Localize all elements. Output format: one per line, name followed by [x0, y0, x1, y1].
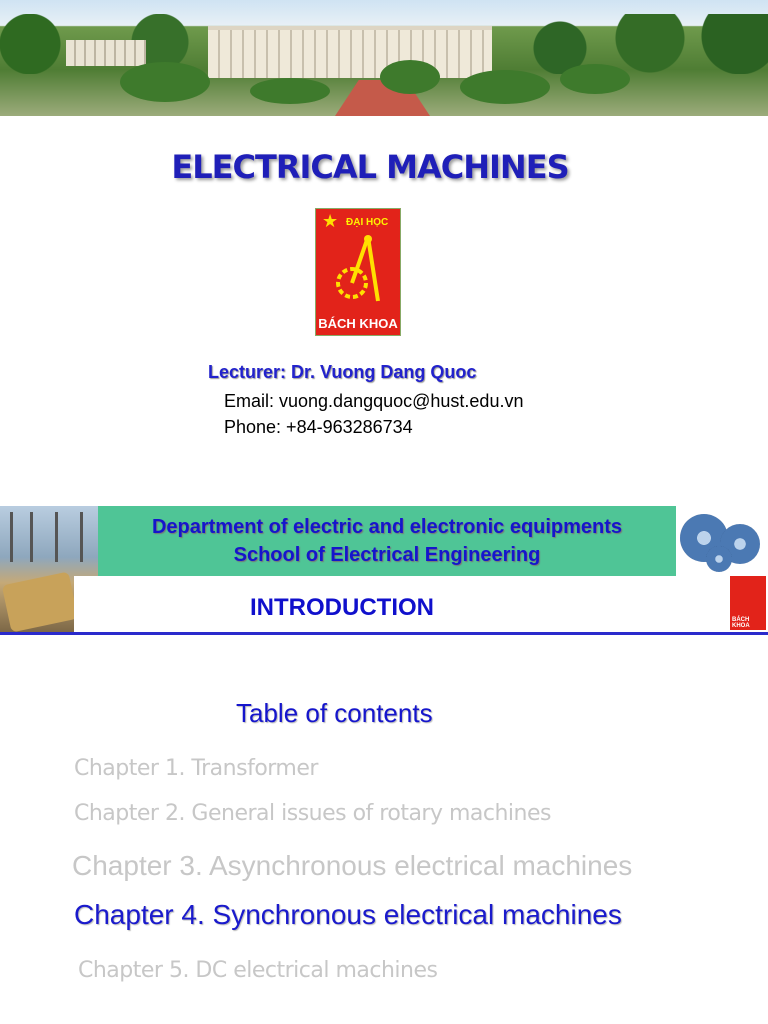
compass-gear-icon	[336, 235, 380, 302]
toc-heading: Table of contents	[236, 698, 433, 728]
campus-banner-image	[0, 0, 768, 116]
department-name: Department of electric and electronic eq…	[151, 516, 623, 538]
section-header-bar	[74, 576, 730, 634]
logo-small-text: BÁCH KHOA	[732, 617, 750, 629]
slide-title: ELECTRICAL MACHINES	[171, 148, 569, 186]
chapter-item: Chapter 5. DC electrical machines	[78, 958, 438, 983]
school-name: School of Electrical Engineering	[233, 544, 541, 566]
university-logo: ★ ĐẠI HỌC BÁCH KHOA	[315, 208, 401, 336]
lecturer-phone: Phone: +84-963286734	[224, 417, 413, 437]
logo-top-text: ĐẠI HỌC	[346, 217, 389, 228]
introduction-slide: Department of electric and electronic eq…	[0, 506, 768, 1024]
logo-bottom-text: BÁCH KHOA	[318, 316, 398, 331]
chapter-item-current: Chapter 4. Synchronous electrical machin…	[74, 899, 622, 930]
header-divider	[0, 632, 768, 635]
section-title: INTRODUCTION	[250, 594, 434, 621]
substation-image	[0, 506, 98, 634]
chapter-item: Chapter 2. General issues of rotary mach…	[74, 801, 552, 826]
star-icon: ★	[322, 211, 339, 231]
chapter-item: Chapter 1. Transformer	[74, 756, 318, 781]
department-header: Department of electric and electronic eq…	[98, 506, 676, 576]
lecturer-email: Email: vuong.dangquoc@hust.edu.vn	[224, 391, 524, 411]
lecturer-name: Lecturer: Dr. Vuong Dang Quoc	[208, 362, 477, 382]
title-slide: ELECTRICAL MACHINES ★ ĐẠI HỌC BÁCH KHOA …	[0, 0, 768, 500]
chapter-item: Chapter 3. Asynchronous electrical machi…	[72, 850, 633, 881]
motors-image	[676, 506, 768, 576]
university-logo-small: BÁCH KHOA	[730, 576, 766, 630]
